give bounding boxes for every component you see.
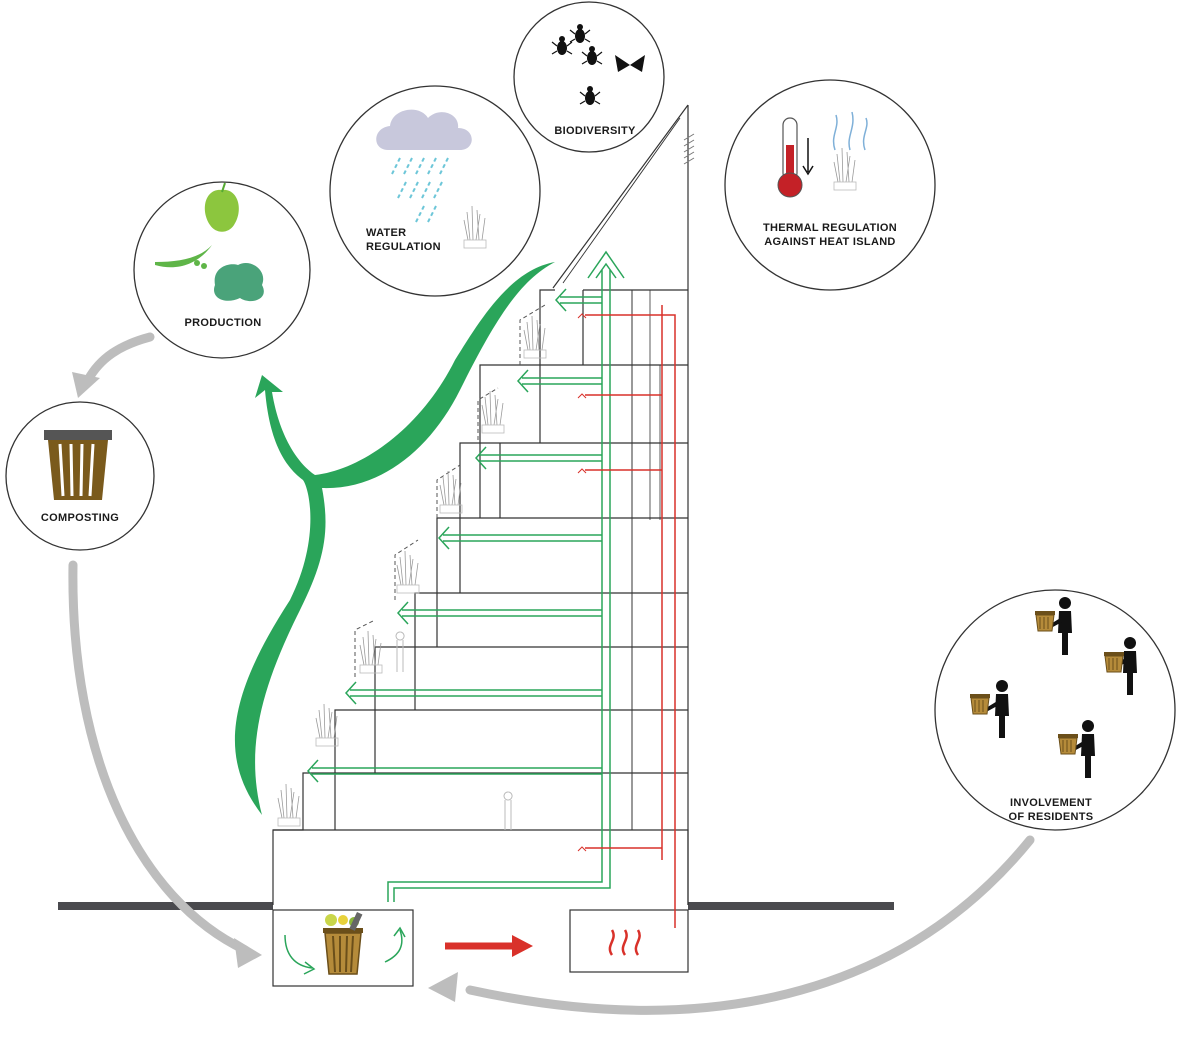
composting-bubble: COMPOSTING [5,401,155,551]
facade-hatch [683,133,695,165]
residents-label-line1: INVOLVEMENT [1010,797,1092,809]
thermal-regulation-bubble: THERMAL REGULATION AGAINST HEAT ISLAND [724,79,936,291]
building-section [272,104,689,987]
residents-bubble: INVOLVEMENT OF RESIDENTS [934,589,1176,831]
rain-cloud-icon [376,109,472,223]
compost-bin-icon [44,430,112,500]
pea-pod-icon [155,245,212,268]
grey-arrowheads [72,372,458,1002]
green-flow-network [306,250,625,902]
production-label: PRODUCTION [185,317,262,329]
apple-icon [204,182,239,232]
grey-cycle-arrows [68,332,1035,1015]
ground-line [58,902,894,910]
biodiversity-bubble: BIODIVERSITY [513,1,665,153]
heat-network [577,305,676,928]
heater-icon [608,929,641,956]
water-regulation-bubble: WATER REGULATION [329,85,541,297]
leaf-growth-arrow [234,262,556,815]
thermal-label-line1: THERMAL REGULATION [763,222,897,234]
compost-bin-icon [323,912,363,975]
thermometer-icon [777,117,814,198]
residents-label-line2: OF RESIDENTS [1009,811,1094,823]
production-bubble: PRODUCTION [133,181,311,359]
thermal-label-line2: AGAINST HEAT ISLAND [764,236,895,248]
water-label-line1: WATER [366,227,406,239]
water-label-line2: REGULATION [366,241,441,253]
biodiversity-label: BIODIVERSITY [554,125,636,137]
composting-label: COMPOSTING [41,512,119,524]
basement-compost-unit [284,912,641,975]
terrace-vegetation [277,315,547,830]
lettuce-icon [214,262,264,302]
moth-icon [615,55,645,72]
